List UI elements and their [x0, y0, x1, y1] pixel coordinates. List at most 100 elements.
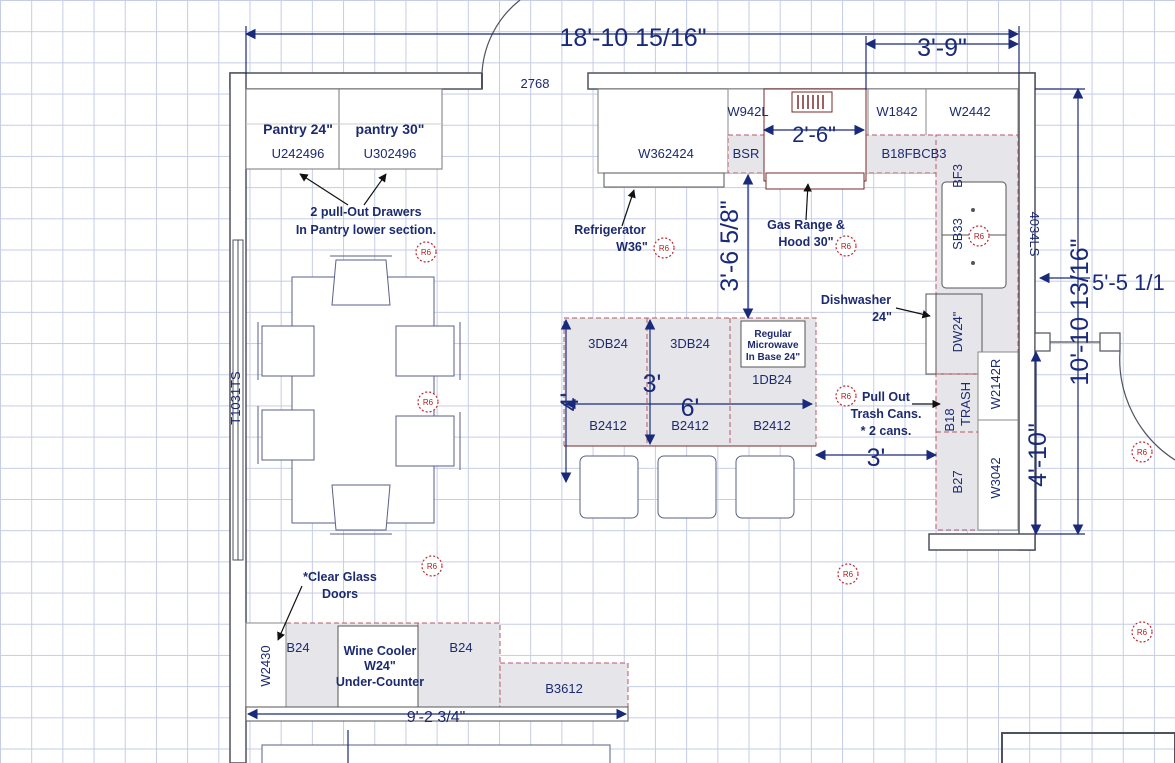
light-fixture-label: R6 [843, 570, 854, 579]
light-fixture-icon: R6 [653, 237, 675, 259]
wine-cooler-label-3: Under-Counter [336, 675, 424, 689]
chair [257, 322, 315, 380]
notes: 2 pull-Out Drawers In Pantry lower secti… [296, 205, 922, 601]
cabinet-w2430: W2430 [258, 645, 273, 686]
microwave-label-3: In Base 24" [746, 352, 800, 363]
chair [395, 412, 461, 470]
island-3db24-b: 3DB24 [670, 336, 710, 351]
chair [395, 322, 461, 380]
cabinet-dw24: DW24" [950, 311, 965, 352]
dining-table [291, 276, 435, 524]
cabinet-w3042: W3042 [988, 457, 1003, 498]
wall-top-right [587, 72, 1036, 90]
note-trash-1: Pull Out [862, 390, 911, 404]
note-drawers-1: 2 pull-Out Drawers [310, 205, 421, 219]
cabinet-w942l: W942L [727, 104, 768, 119]
chair [257, 406, 315, 464]
cabinet-b18fbcb3: B18FBCB3 [881, 146, 946, 161]
dim-bottom-run: 9'-2 3/4" [407, 709, 466, 726]
light-fixture-label: R6 [659, 244, 670, 253]
leader-arrows [277, 173, 941, 641]
light-fixture-icon: R6 [1131, 441, 1153, 463]
light-fixture-label: R6 [974, 232, 985, 241]
dim-island-length: 6' [681, 394, 700, 422]
wine-cooler-label-2: W24" [364, 659, 396, 673]
cabinets [245, 88, 1019, 722]
pantry-1-name: Pantry 24" [263, 121, 333, 137]
wine-cooler-label-1: Wine Cooler [344, 644, 417, 658]
wine-cooler [337, 625, 419, 709]
cabinet-b18: B18 [942, 408, 957, 431]
sofa [261, 744, 611, 763]
cabinet-w2142r: W2142R [988, 359, 1003, 410]
window-t1031ts: T1031TS [228, 371, 243, 425]
dim-island-depth: 4' [556, 393, 584, 412]
chair [330, 255, 392, 306]
island-b2412-b: B2412 [671, 418, 709, 433]
cabinet-w2442: W2442 [949, 104, 990, 119]
right-doorway [1034, 332, 1175, 461]
island-1db24: 1DB24 [752, 372, 792, 387]
light-fixture-label: R6 [1137, 628, 1148, 637]
note-range-2: Hood 30" [778, 235, 833, 249]
cabinet-w1842: W1842 [876, 104, 917, 119]
island-b2412-a: B2412 [589, 418, 627, 433]
dining-set [257, 255, 461, 535]
cabinet-b24-b: B24 [449, 640, 472, 655]
light-fixture-label: R6 [841, 242, 852, 251]
cabinet-b27: B27 [950, 470, 965, 493]
cabinet-sb33: SB33 [950, 218, 965, 250]
light-fixture-icon: R6 [835, 235, 857, 257]
left-window [232, 239, 244, 561]
light-fixture-label: R6 [841, 392, 852, 401]
island-3db24-a: 3DB24 [588, 336, 628, 351]
note-range-1: Gas Range & [767, 218, 845, 232]
microwave-label-1: Regular [754, 329, 791, 340]
light-fixture-icon: R6 [421, 555, 443, 577]
dim-range-width: 2'-6" [792, 122, 836, 147]
cabinet-w362424: W362424 [638, 146, 694, 161]
light-fixture-label: R6 [1137, 448, 1148, 457]
microwave-label-2: Microwave [747, 340, 799, 351]
dimension-lines [244, 26, 1090, 763]
dim-aisle: 3' [867, 444, 886, 472]
note-fridge-2: W36" [616, 240, 648, 254]
light-fixture-label: R6 [423, 398, 434, 407]
light-fixture-icon: R6 [968, 225, 990, 247]
door-swing-top [481, 0, 521, 74]
note-glass-2: Doors [322, 587, 358, 601]
note-fridge-1: Refrigerator [574, 223, 646, 237]
light-fixture-label: R6 [421, 248, 432, 257]
light-fixture-icon: R6 [1131, 621, 1153, 643]
light-fixture-icon: R6 [417, 391, 439, 413]
note-dishwasher-1: Dishwasher [821, 293, 891, 307]
cabinet-bf3: BF3 [950, 164, 965, 188]
note-glass-1: *Clear Glass [303, 570, 377, 584]
dim-top-overall: 18'-10 15/16" [559, 24, 706, 52]
cabinet-b3612: B3612 [545, 681, 583, 696]
pantry-2-name: pantry 30" [356, 121, 425, 137]
cabinet-labels: Pantry 24" U242496 pantry 30" U302496 W3… [228, 104, 1042, 696]
upper-right-cabinets [977, 351, 1019, 531]
dim-island-inner: 3' [643, 370, 662, 398]
island-b2412-c: B2412 [753, 418, 791, 433]
dim-walk-vertical: 3'-6 5/8" [716, 200, 744, 291]
window-code: 2768 [521, 76, 550, 91]
pantry-cabinets [245, 88, 443, 170]
note-drawers-2: In Pantry lower section. [296, 223, 436, 237]
light-fixture-icon: R6 [837, 563, 859, 585]
pantry-1-code: U242496 [272, 146, 325, 161]
refrigerator-cabinet [597, 88, 729, 174]
dim-right-partial: 5'-5 1/1 [1092, 270, 1165, 295]
light-fixture-icon: R6 [415, 241, 437, 263]
cabinet-trash: TRASH [958, 382, 973, 426]
light-fixture-icon: R6 [835, 385, 857, 407]
note-trash-2: Trash Cans. [851, 407, 922, 421]
dim-right-height: 10'-10 13/16" [1066, 238, 1094, 385]
adjacent-room-wall [1001, 732, 1175, 763]
cabinet-bsr: BSR [733, 146, 760, 161]
wall-bottom-right [928, 533, 1036, 551]
pantry-2-code: U302496 [364, 146, 417, 161]
